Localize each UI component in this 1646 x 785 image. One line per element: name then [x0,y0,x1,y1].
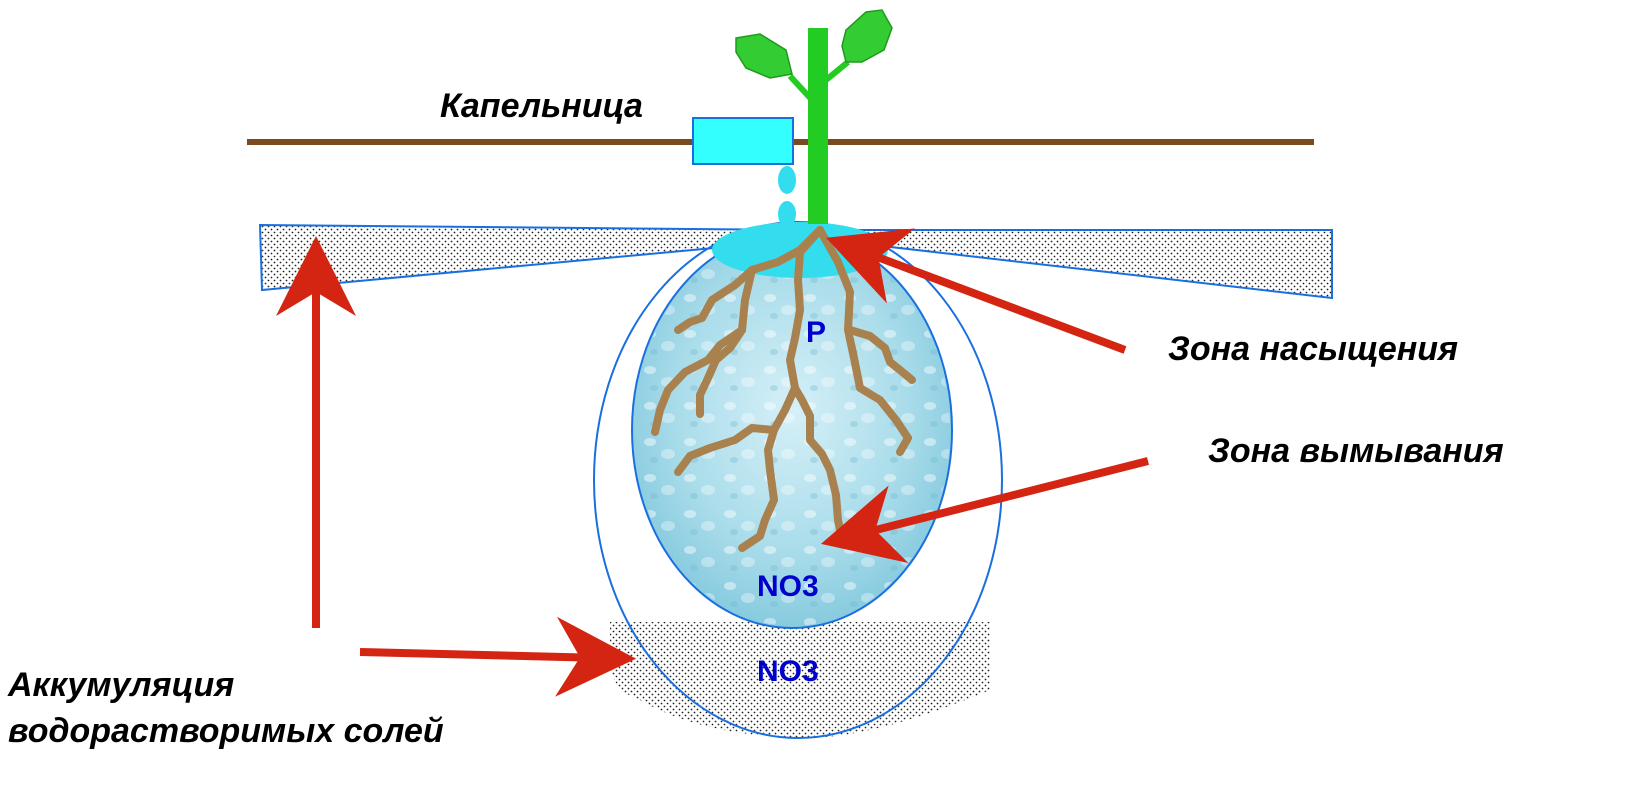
leaf-left [736,34,792,78]
nitrate-inner-label: NO3 [757,572,819,602]
water-drop [778,166,796,194]
leaf-branch [826,62,848,80]
dripper-label: Капельница [440,89,643,123]
arrow-accumulation-right [360,652,604,658]
accumulation-label-line2: водорастворимых солей [8,714,444,748]
saturation-zone-label: Зона насыщения [1168,332,1458,366]
water-drop [778,201,796,227]
accumulation-label-line1: Аккумуляция [8,668,234,702]
phosphorus-label: P [806,318,826,348]
nitrate-bottom-label: NO3 [757,657,819,687]
dripper [693,118,793,164]
plant-stem [808,28,828,224]
leaf-right [842,10,892,62]
leaching-zone-label: Зона вымывания [1208,434,1504,468]
